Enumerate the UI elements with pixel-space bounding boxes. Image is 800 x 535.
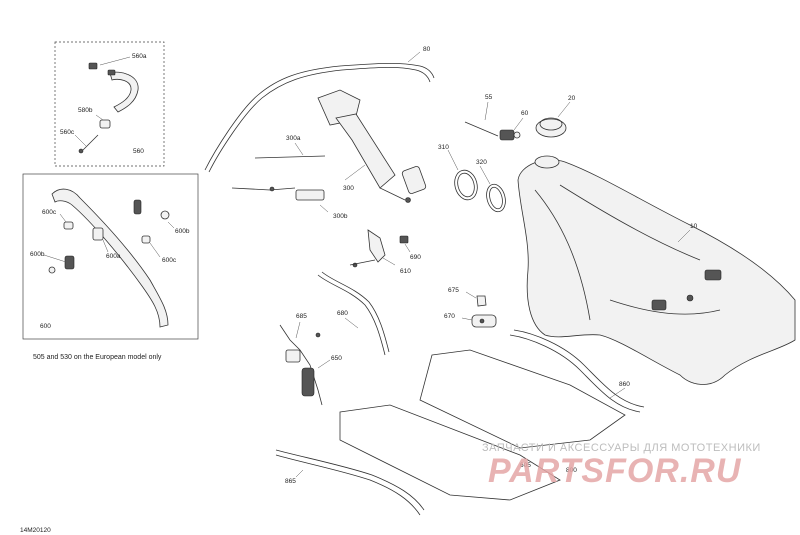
callout-600c-right: 600c [162, 257, 177, 264]
callout-680: 680 [337, 310, 348, 317]
figure-code: 14M20120 [20, 527, 51, 534]
fuel-cap-20 [535, 117, 567, 138]
callout-800: 800 [566, 467, 577, 474]
callout-860: 860 [619, 381, 630, 388]
wire-300a [254, 155, 326, 159]
callout-600: 600 [40, 323, 51, 330]
callout-670: 670 [444, 313, 455, 320]
inset-box-560 [54, 41, 165, 167]
callout-80: 80 [423, 46, 431, 53]
callout-55: 55 [485, 94, 493, 101]
callout-685: 685 [296, 313, 307, 320]
callout-650: 650 [331, 355, 342, 362]
watermark-subtitle: ЗАПЧАСТИ И АКСЕССУАРЫ ДЛЯ МОТОТЕХНИКИ [482, 442, 761, 454]
callout-600b-right: 600b [175, 228, 190, 235]
callout-600b-left: 600b [30, 251, 45, 258]
wire-harness-680 [317, 259, 390, 356]
inset-box-600 [22, 173, 199, 340]
callout-690: 690 [410, 254, 421, 261]
fuel-pump-300 [317, 89, 427, 203]
callout-600a: 600a [106, 253, 121, 260]
screw-55 [464, 121, 499, 137]
callout-600c-left: 600c [42, 209, 57, 216]
callout-560a: 560a [132, 53, 147, 60]
valve-60 [499, 129, 521, 141]
pump-connector-650 [279, 324, 323, 406]
vent-tube-80 [204, 62, 435, 171]
harness-300b [231, 186, 325, 201]
callout-20: 20 [568, 95, 576, 102]
bracket-610 [367, 229, 409, 263]
callout-320: 320 [476, 159, 487, 166]
callout-10: 10 [690, 223, 698, 230]
plug-675 [476, 295, 487, 307]
callout-865: 865 [285, 478, 296, 485]
pad-800 [339, 404, 561, 501]
callout-580b: 580b [78, 107, 93, 114]
callout-310: 310 [438, 144, 449, 151]
strap-865 [275, 454, 421, 516]
watermark-logo: PARTSFOR.RU [488, 452, 742, 490]
callout-605: 605 [520, 462, 531, 469]
callout-300: 300 [343, 185, 354, 192]
callout-300b: 300b [333, 213, 348, 220]
gasket-320 [486, 183, 506, 213]
pad-805 [419, 349, 626, 449]
strap-860 [509, 334, 641, 413]
callout-610: 610 [400, 268, 411, 275]
fuel-tank-10 [517, 155, 796, 385]
callout-300a: 300a [286, 135, 301, 142]
callout-60: 60 [521, 110, 529, 117]
fuel-line-600 [48, 188, 170, 328]
callout-560: 560 [133, 148, 144, 155]
clip-670 [471, 314, 497, 328]
gasket-310 [454, 169, 478, 201]
callout-560c: 560c [60, 129, 75, 136]
european-model-note: 505 and 530 on the European model only [33, 354, 162, 361]
breather-hose-560 [78, 62, 139, 154]
callout-675: 675 [448, 287, 459, 294]
